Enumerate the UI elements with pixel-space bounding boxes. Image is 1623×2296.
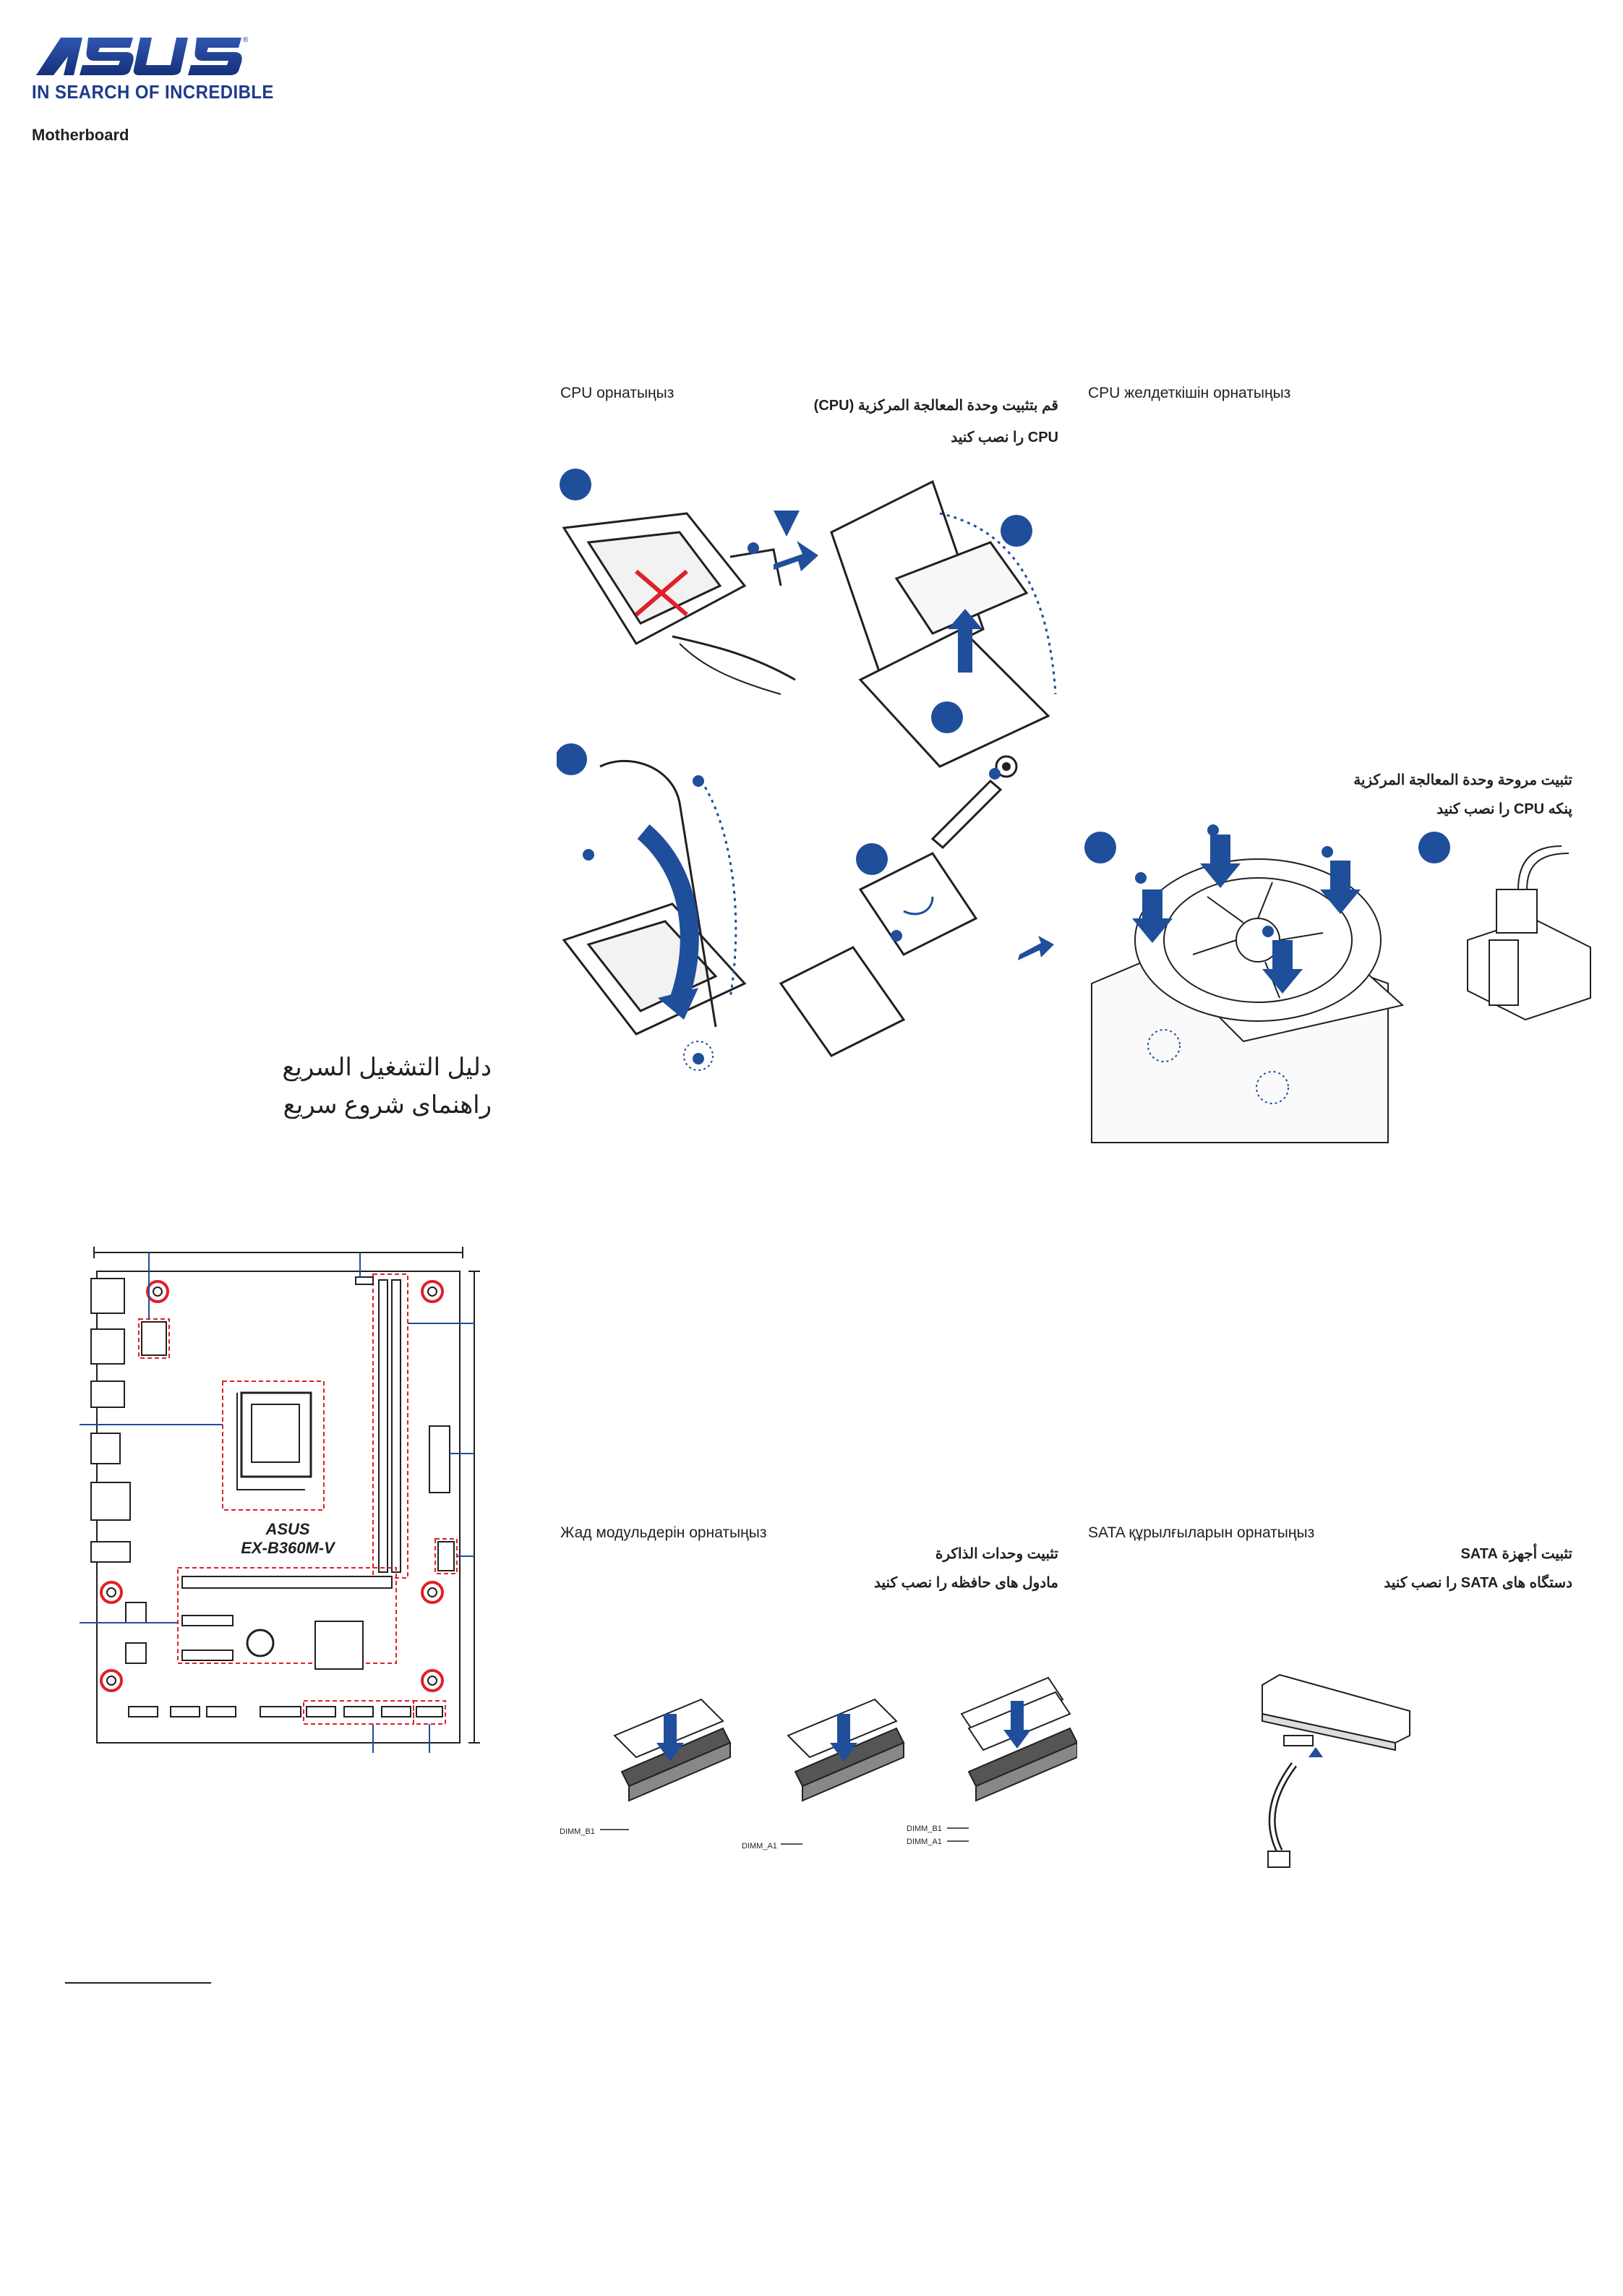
brand-tagline: IN SEARCH OF INCREDIBLE — [32, 81, 274, 103]
step-5-marker — [856, 843, 888, 875]
step-1-marker — [560, 469, 591, 500]
guide-title-persian: راهنمای شروع سریع — [283, 1091, 492, 1119]
sata-install-illustration — [1262, 1673, 1410, 1868]
memory-install-illustration: DIMM_B1 DIMM_A1 DIMM_B1 DIMM_A1 — [560, 1676, 1077, 1851]
sata-section-persian: دستگاه های SATA را نصب كنيد — [1384, 1575, 1572, 1591]
memory-section-persian: مادول های حافظه را نصب كنيد — [874, 1575, 1058, 1591]
memory-section-arabic: تثبيت وحدات الذاكرة — [935, 1546, 1058, 1562]
step-3-marker — [931, 701, 963, 733]
sata-section-arabic: تثبيت أجهزة SATA — [1460, 1546, 1572, 1562]
motherboard-layout-diagram: ASUS EX-B360M-V — [80, 1247, 480, 1753]
footer-rule — [65, 1982, 211, 1984]
cooler-section-persian: پنکه CPU را نصب كنيد — [1436, 801, 1572, 817]
cpu-section-kazakh: CPU орнатыңыз — [560, 385, 675, 401]
cooler-step-1-marker — [1084, 832, 1116, 863]
svg-text:®: ® — [243, 36, 249, 44]
cpu-install-illustration — [557, 469, 1057, 1071]
cooler-section-kazakh: CPU желдеткішін орнатыңыз — [1088, 385, 1291, 401]
cooler-install-illustration — [1084, 824, 1591, 1143]
asus-logo: ® — [36, 36, 249, 75]
dimm-label-a1: DIMM_A1 — [742, 1842, 777, 1851]
step-2-marker — [1001, 515, 1032, 547]
dimm-label-dual-a1: DIMM_A1 — [907, 1838, 942, 1846]
dimm-label-dual-b1: DIMM_B1 — [907, 1825, 942, 1833]
board-model: EX-B360M-V — [241, 1539, 336, 1557]
board-logo: ASUS — [265, 1520, 309, 1538]
step-4-marker — [557, 743, 587, 775]
mounting-holes — [100, 1280, 444, 1692]
guide-title-arabic: دليل التشغيل السريع — [282, 1054, 492, 1081]
cooler-section-arabic: تثبيت مروحة وحدة المعالجة المركزية — [1353, 772, 1572, 788]
product-type: Motherboard — [32, 126, 129, 144]
cpu-section-arabic: قم بتثبيت وحدة المعالجة المركزية (CPU) — [813, 398, 1058, 414]
cpu-section-persian: CPU را نصب كنيد — [951, 430, 1058, 445]
sata-section-kazakh: SATA құрылғыларын орнатыңыз — [1088, 1524, 1315, 1541]
cooler-step-2-marker — [1418, 832, 1450, 863]
dimm-label-b1: DIMM_B1 — [560, 1827, 595, 1836]
memory-section-kazakh: Жад модульдерін орнатыңыз — [560, 1524, 767, 1541]
